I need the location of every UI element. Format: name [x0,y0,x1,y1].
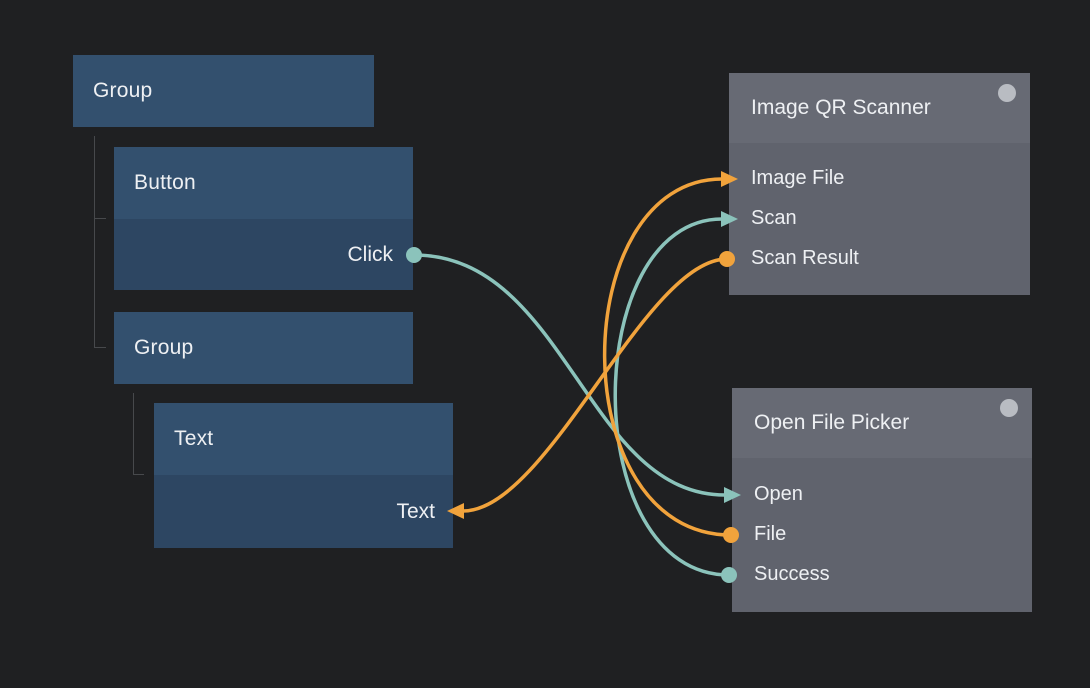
visual-node-group-label: Group [73,55,374,127]
visual-node-text-label: Text [154,403,453,475]
visual-node-inner-group-label: Group [114,312,413,384]
node-open-file-picker-title: Open File Picker [754,411,910,434]
port-row-text[interactable]: Text [154,475,453,548]
visual-node-button-label: Button [114,147,413,219]
tree-line-tick-button [94,218,106,219]
port-row-click[interactable]: Click [114,219,413,290]
node-image-qr-scanner-title: Image QR Scanner [751,96,931,119]
port-scan-result[interactable]: Scan Result [751,247,859,269]
node-image-qr-scanner[interactable]: Image QR Scanner Image File Scan Scan Re… [729,73,1030,295]
tree-line-vertical-2 [133,393,134,475]
port-label-click: Click [347,242,394,266]
node-image-qr-scanner-body: Image File Scan Scan Result [729,143,1030,295]
tree-line-tick-text [133,474,144,475]
connection-status-dot-icon [998,84,1016,102]
wire-success-to-scan[interactable] [613,217,731,577]
visual-node-text[interactable]: Text Text [154,403,453,548]
port-file[interactable]: File [754,523,787,545]
port-open[interactable]: Open [754,483,803,505]
visual-node-inner-group[interactable]: Group [114,312,413,384]
wire-scan-result-to-text[interactable] [461,257,729,513]
wire-file-to-image-file[interactable] [602,177,733,537]
port-success[interactable]: Success [754,563,830,585]
port-image-file[interactable]: Image File [751,167,845,189]
port-scan[interactable]: Scan [751,207,797,229]
visual-node-button[interactable]: Button Click [114,147,413,290]
visual-node-group[interactable]: Group [73,55,374,127]
wire-click-to-open[interactable] [412,253,727,497]
connection-status-dot-icon [1000,399,1018,417]
node-open-file-picker-header[interactable]: Open File Picker [732,388,1032,458]
tree-line-vertical-1 [94,136,95,347]
port-label-text: Text [396,499,435,523]
node-image-qr-scanner-header[interactable]: Image QR Scanner [729,73,1030,143]
node-open-file-picker[interactable]: Open File Picker Open File Success [732,388,1032,612]
tree-line-tick-group [94,347,106,348]
node-open-file-picker-body: Open File Success [732,458,1032,612]
